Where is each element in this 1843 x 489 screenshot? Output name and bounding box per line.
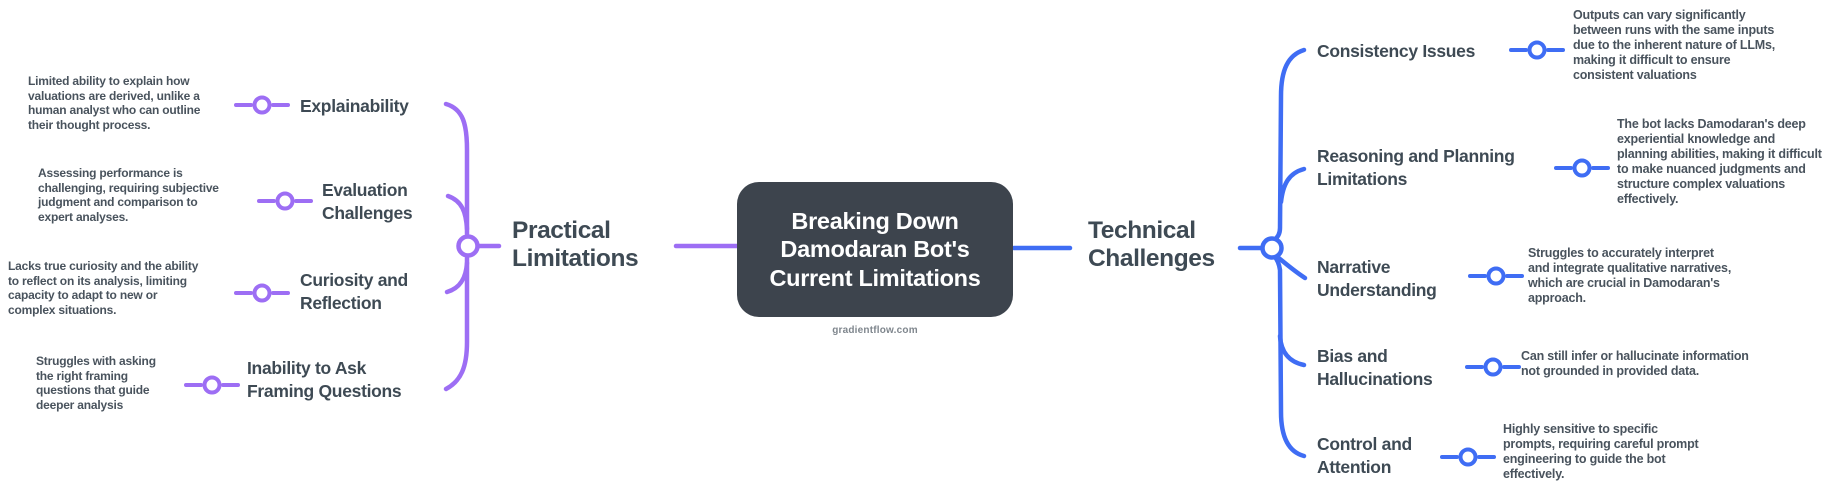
narrative-understanding-connector-icon xyxy=(1468,266,1524,286)
node-label-reasoning-planning: Reasoning and Planning Limitations xyxy=(1317,146,1515,189)
evaluation-challenges-connector-icon xyxy=(257,191,313,211)
node-label-inability-framing-questions: Inability to Ask Framing Questions xyxy=(247,358,402,401)
node-label-narrative-understanding: Narrative Understanding xyxy=(1317,257,1437,300)
node-label-bias-hallucinations: Bias and Hallucinations xyxy=(1317,346,1433,389)
technical-junction-dot-icon xyxy=(1260,236,1284,260)
control-attention-connector-icon xyxy=(1440,447,1496,467)
consistency-issues-connector-icon xyxy=(1509,40,1565,60)
practical-junction-dot-icon xyxy=(456,234,480,258)
watermark: gradientflow.com xyxy=(832,325,918,336)
node-label-consistency-issues: Consistency Issues xyxy=(1317,41,1476,61)
evaluation-challenges-description: Assessing performance is challenging, re… xyxy=(38,166,219,224)
bias-hallucinations-connector-icon xyxy=(1465,357,1521,377)
branch-label-practical-limitations: Practical Limitations xyxy=(512,217,639,272)
explainability-description: Limited ability to explain how valuation… xyxy=(28,74,201,132)
curiosity-reflection-connector-icon xyxy=(234,283,290,303)
node-label-control-attention: Control and Attention xyxy=(1317,434,1412,477)
framing-questions-description: Struggles with asking the right framing … xyxy=(36,354,156,412)
node-label-curiosity-reflection: Curiosity and Reflection xyxy=(300,270,408,313)
curiosity-reflection-description: Lacks true curiosity and the ability to … xyxy=(8,259,199,317)
technical-branch-curve xyxy=(1011,47,1308,459)
narrative-understanding-description: Struggles to accurately interpret and in… xyxy=(1528,246,1732,305)
explainability-connector-icon xyxy=(234,95,290,115)
practical-branch-curve xyxy=(443,101,742,392)
branch-label-technical-challenges: Technical Challenges xyxy=(1088,217,1215,272)
reasoning-planning-connector-icon xyxy=(1554,158,1610,178)
framing-questions-connector-icon xyxy=(184,375,240,395)
reasoning-planning-description: The bot lacks Damodaran's deep experient… xyxy=(1617,117,1822,206)
node-label-explainability: Explainability xyxy=(300,96,409,116)
consistency-issues-description: Outputs can vary significantly between r… xyxy=(1573,8,1776,82)
control-attention-description: Highly sensitive to specific prompts, re… xyxy=(1503,422,1699,481)
center-topic: Breaking Down Damodaran Bot's Current Li… xyxy=(737,182,1013,317)
node-label-evaluation-challenges: Evaluation Challenges xyxy=(322,180,413,223)
bias-hallucinations-description: Can still infer or hallucinate informati… xyxy=(1521,349,1749,378)
